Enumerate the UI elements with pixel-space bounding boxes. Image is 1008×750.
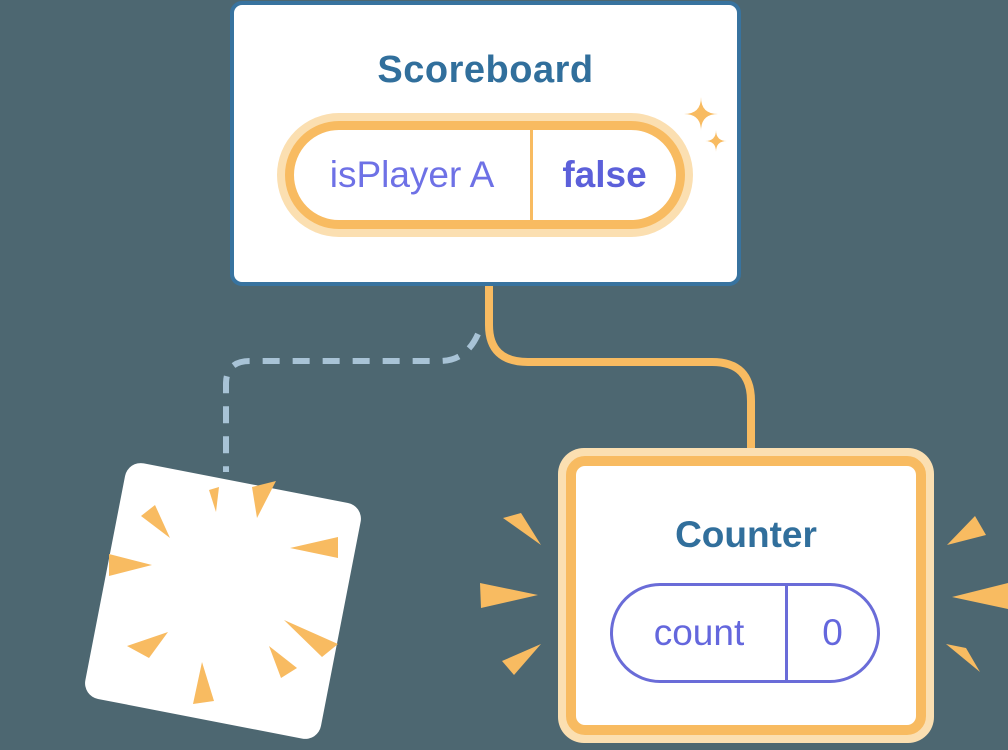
state-value: false [562,154,647,195]
scoreboard-card: Scoreboard isPlayer A false [230,1,741,286]
counter-state-pill: count 0 [610,583,880,683]
scoreboard-state-pill-glow: isPlayer A false [277,113,693,237]
scoreboard-state-pill: isPlayer A false [285,121,685,229]
pill-divider [530,130,533,220]
dashed-connector-line [223,332,481,472]
counter-card-inner: Counter count 0 [566,456,926,735]
state-name: isPlayer A [329,154,495,195]
destroyed-component-card [82,460,364,742]
counter-title: Counter [675,514,817,555]
orange-connector-line [485,280,755,470]
state-value: 0 [822,612,843,653]
scoreboard-title: Scoreboard [377,49,594,91]
counter-card: Counter count 0 [558,448,934,743]
state-name: count [653,612,745,653]
pill-divider [785,586,788,680]
